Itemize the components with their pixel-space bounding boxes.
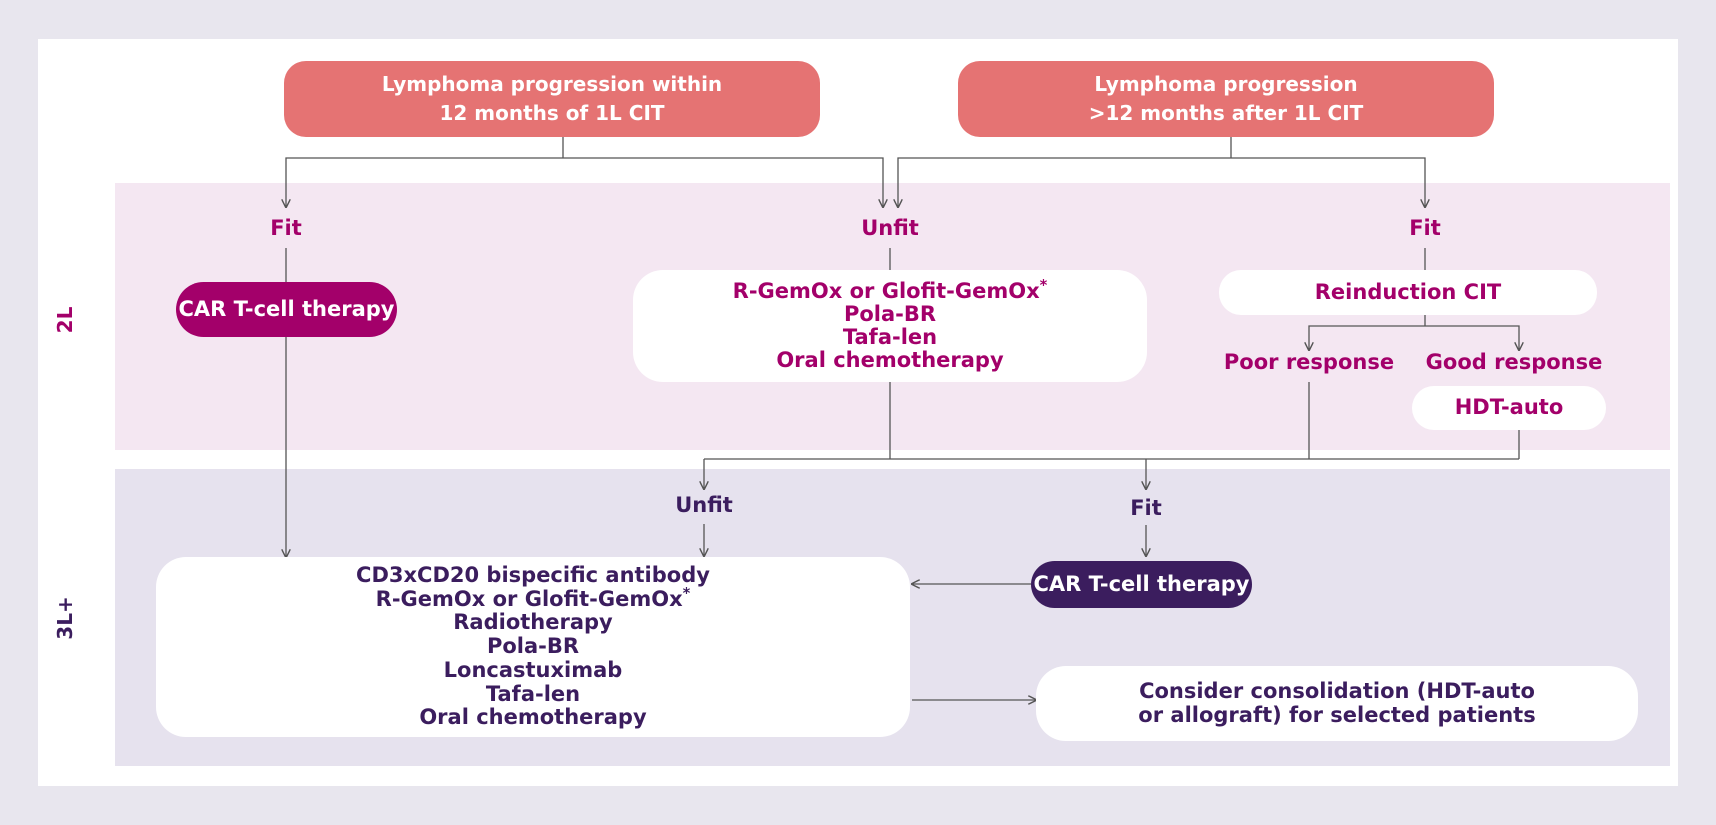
second-line-car-t-pill: CAR T-cell therapy <box>176 282 397 337</box>
connector-reinduction-good <box>1425 325 1519 350</box>
footnote-asterisk: * <box>682 584 691 602</box>
consolidation-line2: or allograft) for selected patients <box>1138 702 1536 727</box>
third-line-option-3: Radiotherapy <box>453 610 613 635</box>
footnote-asterisk: * <box>1039 276 1048 294</box>
second-line-unfit-label: Unfit <box>861 216 919 240</box>
third-line-car-t-label: CAR T-cell therapy <box>1033 571 1250 596</box>
connector-within12-fit <box>286 157 563 207</box>
third-line-option-5: Loncastuximab <box>443 657 623 682</box>
connector-after12-unfit <box>898 157 1231 207</box>
second-line-car-t-label: CAR T-cell therapy <box>178 296 395 321</box>
connector-within12-unfit <box>563 157 883 207</box>
second-line-option-3: Tafa-len <box>842 325 938 349</box>
second-line-option-2: Pola-BR <box>843 301 937 326</box>
consolidation-box: Consider consolidation (HDT-auto or allo… <box>1036 666 1638 741</box>
progression-after-12-line1: Lymphoma progression <box>1094 72 1358 96</box>
progression-within-12-line1: Lymphoma progression within <box>381 72 723 96</box>
second-line-fit-right-label: Fit <box>1409 216 1441 240</box>
third-line-option-4: Pola-BR <box>486 634 580 659</box>
third-line-unfit-label: Unfit <box>675 493 733 517</box>
third-line-fit-label: Fit <box>1130 496 1162 520</box>
third-line-option-7: Oral chemotherapy <box>419 705 647 730</box>
second-line-unfit-options-box: R-GemOx or Glofit-GemOx* Pola-BR Tafa-le… <box>633 270 1147 382</box>
poor-response-label: Poor response <box>1223 350 1395 374</box>
second-line-option-4: Oral chemotherapy <box>776 348 1004 373</box>
third-line-options-box: CD3xCD20 bispecific antibody R-GemOx or … <box>156 557 910 737</box>
connector-after12-fit <box>1231 157 1425 207</box>
progression-within-12-line2: 12 months of 1L CIT <box>439 101 665 125</box>
hdt-auto-label: HDT-auto <box>1454 395 1564 420</box>
reinduction-cit-label: Reinduction CIT <box>1314 279 1502 304</box>
progression-within-12-months-box: Lymphoma progression within 12 months of… <box>284 61 820 137</box>
progression-after-12-line2: >12 months after 1L CIT <box>1088 101 1364 125</box>
reinduction-cit-box: Reinduction CIT <box>1219 270 1597 315</box>
second-line-fit-left-label: Fit <box>270 216 302 240</box>
progression-after-12-months-box: Lymphoma progression >12 months after 1L… <box>958 61 1494 137</box>
hdt-auto-box: HDT-auto <box>1412 386 1606 430</box>
third-line-option-2: R-GemOx or Glofit-GemOx* <box>375 584 691 611</box>
third-line-car-t-pill: CAR T-cell therapy <box>1031 561 1252 608</box>
connector-reinduction-poor <box>1309 325 1425 350</box>
consolidation-line1: Consider consolidation (HDT-auto <box>1139 679 1535 704</box>
second-line-option-1: R-GemOx or Glofit-GemOx* <box>732 276 1048 303</box>
third-line-option-6: Tafa-len <box>485 681 581 706</box>
good-response-label: Good response <box>1425 350 1603 374</box>
third-line-option-1: CD3xCD20 bispecific antibody <box>356 562 710 587</box>
